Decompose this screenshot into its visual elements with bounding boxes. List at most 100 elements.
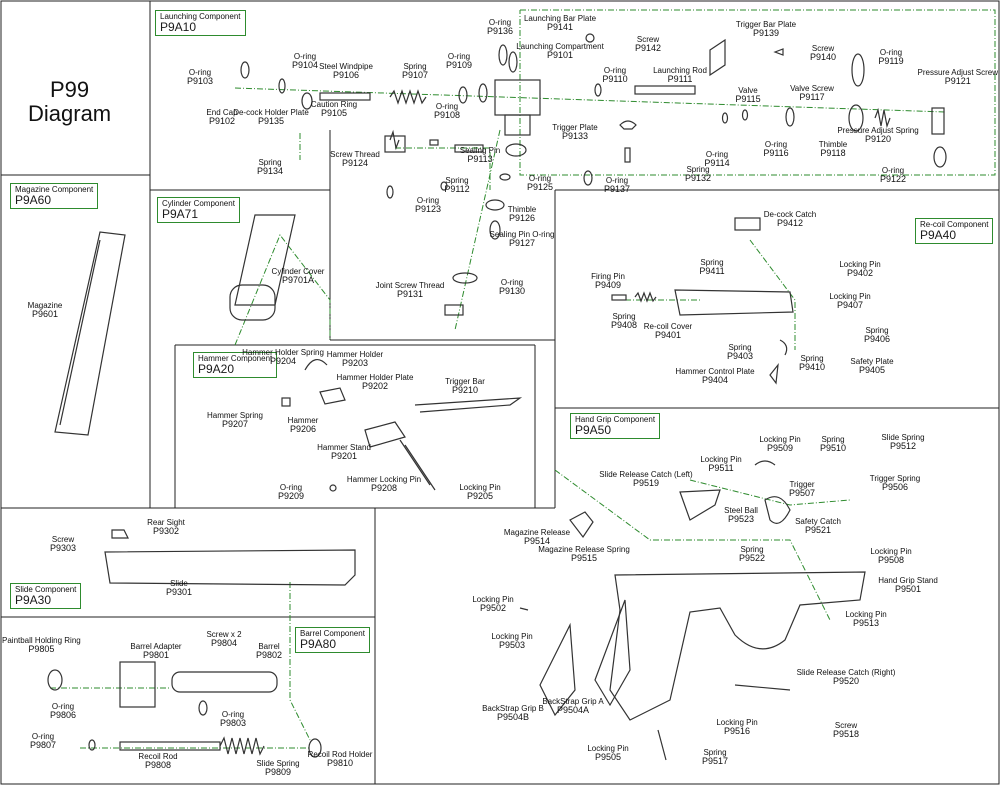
part-name: Pressure Adjust Spring	[837, 126, 919, 135]
part-name: O-ring	[447, 52, 471, 61]
part-name: Locking Pin	[716, 718, 758, 727]
part-code: P9139	[752, 28, 780, 38]
part-name: Trigger	[789, 480, 815, 489]
part-name: Locking Pin	[845, 610, 887, 619]
part-code: P9119	[878, 56, 904, 66]
part-name: Locking Pin	[491, 632, 533, 641]
part-name: Spring	[728, 343, 752, 352]
part-code: P9601	[31, 309, 59, 319]
component-code: P9A80	[300, 637, 337, 651]
part-code: P9122	[879, 174, 907, 184]
part-name: Hammer Control Plate	[675, 367, 755, 376]
part-code: P9123	[414, 204, 442, 214]
part-name: O-ring	[879, 48, 903, 57]
part-name: Pressure Adjust Screw	[917, 68, 998, 77]
part-name: Trigger Bar Plate	[735, 20, 797, 29]
part-code: P9209	[277, 491, 305, 501]
part-code: P9126	[508, 213, 536, 223]
part-name: Locking Pin	[829, 292, 871, 301]
part-code: P9408	[610, 320, 638, 330]
part-name: Spring	[865, 326, 889, 335]
part-code: P9113	[467, 154, 493, 164]
title-line-2: Diagram	[28, 101, 112, 126]
part-name: Hand Grip Stand	[878, 576, 938, 585]
part-name: Barrel	[258, 642, 280, 651]
part-name: Screw	[811, 44, 835, 53]
page-title: P99 Diagram	[28, 78, 111, 126]
part-name: Spring	[258, 158, 282, 167]
part-code: P9137	[603, 184, 631, 194]
component-code: P9A20	[198, 362, 235, 376]
part-code: P9511	[708, 463, 734, 473]
part-code: P9132	[684, 173, 712, 183]
component-code: P9A40	[920, 228, 957, 242]
part-code: P9507	[788, 488, 816, 498]
part-name: Screw Thread	[330, 150, 380, 159]
part-name: Locking Pin	[472, 595, 514, 604]
component-code: P9A60	[15, 193, 52, 207]
part-code: P9206	[289, 424, 317, 434]
part-name: Screw x 2	[206, 630, 242, 639]
part-name: Valve Screw	[790, 84, 834, 93]
part-name: Locking Pin	[870, 547, 912, 556]
part-name: Hammer Holder	[326, 350, 384, 359]
part-name: Spring	[703, 748, 727, 757]
component-name: Magazine Component	[15, 185, 94, 194]
part-code: P9504A	[556, 705, 590, 715]
part-name: O-ring	[603, 66, 627, 75]
component-code: P9A10	[160, 20, 197, 34]
part-code: P9809	[264, 767, 292, 777]
part-name: Recoil Rod Holder	[307, 750, 373, 759]
part-name: Slide Release Catch (Left)	[599, 470, 693, 479]
part-name: Trigger Plate	[552, 123, 598, 132]
part-name: End Cap	[206, 108, 238, 117]
part-name: O-ring	[221, 710, 245, 719]
part-code: P9520	[832, 676, 860, 686]
component-code: P9A71	[162, 207, 199, 221]
part-name: Safety Catch	[795, 517, 841, 526]
part-name: O-ring	[605, 176, 629, 185]
part-name: Locking Pin	[759, 435, 801, 444]
part-drawings	[47, 33, 947, 761]
part-code: P9106	[332, 70, 360, 80]
part-name: Screw	[636, 35, 660, 44]
part-code: P9522	[738, 553, 766, 563]
